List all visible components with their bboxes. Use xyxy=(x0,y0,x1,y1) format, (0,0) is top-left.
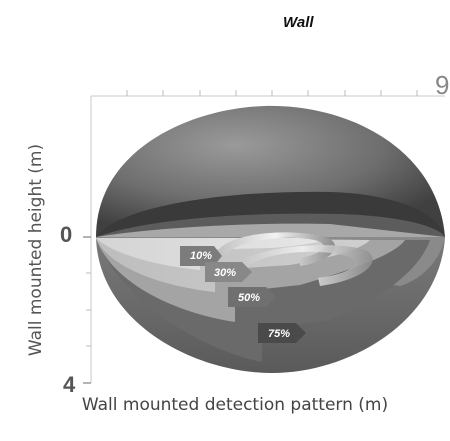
y-tick-4: 4 xyxy=(63,372,76,397)
y-axis-label: Wall mounted height (m) xyxy=(26,143,46,357)
zone-10-pointer xyxy=(180,246,222,266)
zone-10-area xyxy=(96,238,326,270)
x-tick-9: 9 xyxy=(435,70,450,100)
zone-75-label: 75% xyxy=(268,328,290,340)
inner-ring xyxy=(215,232,336,266)
zone-30-pointer xyxy=(205,262,252,282)
figure-title: Wall xyxy=(283,14,314,31)
zone-10-label: 10% xyxy=(190,250,212,262)
axes-frame xyxy=(83,90,445,384)
zone-75-pointer xyxy=(258,323,306,343)
y-tick-0: 0 xyxy=(60,222,73,247)
x-axis-label: Wall mounted detection pattern (m) xyxy=(81,395,389,415)
zone-30-label: 30% xyxy=(214,267,236,279)
zone-50-pointer xyxy=(228,287,276,307)
zone-50-label: 50% xyxy=(238,292,260,304)
